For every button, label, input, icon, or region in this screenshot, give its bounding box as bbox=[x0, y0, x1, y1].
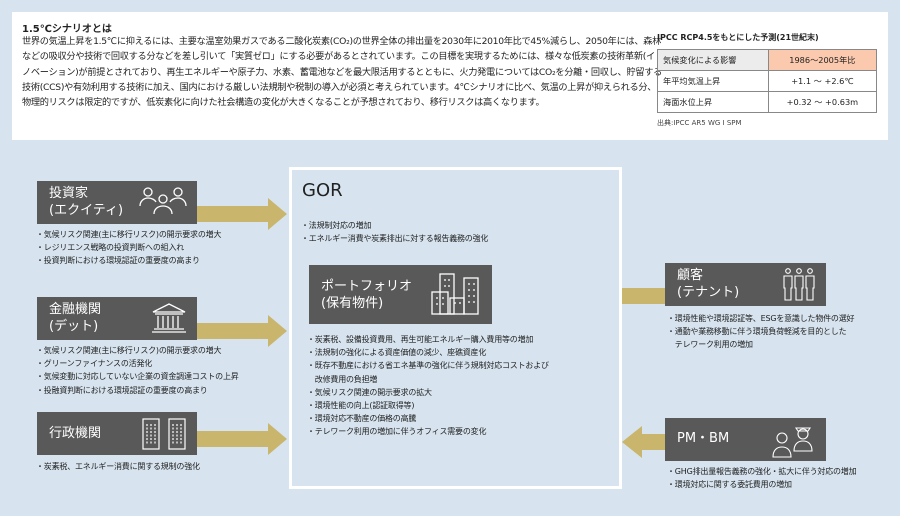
tenant-subtitle: (テナント) bbox=[677, 285, 740, 300]
arrow-right-finance bbox=[197, 315, 287, 347]
list-item: テレワーク利用の増加 bbox=[667, 340, 753, 350]
list-item: ・環境性能や環境認証等、ESGを意識した物件の選好 bbox=[667, 314, 855, 323]
arrow-right-investor bbox=[197, 198, 287, 230]
table-cell: 海面水位上昇 bbox=[657, 91, 769, 113]
list-item: ・投融資判断における環境認証の重要度の高まり bbox=[36, 385, 208, 395]
gov-list: ・炭素税、エネルギー消費に関する規制の強化 bbox=[36, 460, 200, 473]
portfolio-box: ポートフォリオ (保有物件) bbox=[309, 265, 492, 324]
list-item: 改修費用の負担増 bbox=[307, 374, 378, 384]
gor-panel: GOR ・法規制対応の増加 ・エネルギー消費や炭素排出に対する報告義務の強化 ポ… bbox=[289, 167, 622, 489]
table-cell: +0.32 ～ +0.63m bbox=[767, 91, 878, 113]
list-item: ・炭素税、エネルギー消費に関する規制の強化 bbox=[36, 462, 200, 471]
table-cell: 気候変化による影響 bbox=[657, 49, 769, 71]
investor-list: ・気候リスク関連(主に移行リスク)の開示要求の増大 ・レジリエンス戦略の投資判断… bbox=[36, 228, 221, 268]
list-item: ・気候リスク関連(主に移行リスク)の開示要求の増大 bbox=[36, 346, 222, 355]
tenant-box: 顧客 (テナント) bbox=[665, 263, 826, 306]
people-icon bbox=[139, 187, 187, 215]
list-item: ・テレワーク利用の増加に伴うオフィス需要の変化 bbox=[307, 427, 487, 437]
list-item: ・法規制の強化による資産価値の減少、座礁資産化 bbox=[307, 348, 487, 358]
finance-title: 金融機関 bbox=[49, 302, 102, 317]
pmbm-box: PM・BM bbox=[665, 418, 826, 461]
portfolio-subtitle: (保有物件) bbox=[321, 296, 384, 311]
gor-list: ・法規制対応の増加 ・エネルギー消費や炭素排出に対する報告義務の強化 bbox=[301, 219, 488, 245]
finance-box: 金融機関 (デット) bbox=[37, 297, 197, 340]
ipcc-title: IPCC RCP4.5をもとにした予測(21世紀末) bbox=[657, 33, 819, 42]
list-item: ・気候変動に対応していない企業の資金調達コストの上昇 bbox=[36, 372, 239, 382]
table-row: 年平均気温上昇+1.1 ～ +2.6℃ bbox=[657, 70, 878, 92]
ipcc-source: 出典:IPCC AR5 WG I SPM bbox=[657, 119, 742, 127]
investor-subtitle: (エクイティ) bbox=[49, 203, 124, 218]
list-item: ・通勤や業務移動に伴う環境負荷軽減を目的とした bbox=[667, 327, 847, 337]
list-item: ・炭素税、設備投資費用、再生可能エネルギー購入費用等の増加 bbox=[307, 335, 534, 344]
list-item: ・GHG排出量報告義務の強化・拡大に伴う対応の増加 bbox=[667, 467, 857, 476]
list-item: ・投資判断における環境認証の重要度の高まり bbox=[36, 256, 200, 266]
gov-title: 行政機関 bbox=[49, 426, 102, 441]
buildings-icon bbox=[431, 273, 479, 315]
finance-subtitle: (デット) bbox=[49, 319, 99, 334]
tenant-list: ・環境性能や環境認証等、ESGを意識した物件の選好 ・通勤や業務移動に伴う環境負… bbox=[667, 312, 855, 352]
bank-icon bbox=[152, 303, 186, 333]
list-item: ・環境対応不動産の価格の高騰 bbox=[307, 414, 417, 424]
scenario-panel: 1.5℃シナリオとは 世界の気温上昇を1.5℃に抑えるには、主要な温室効果ガスで… bbox=[12, 12, 888, 140]
list-item: ・気候リスク関連の開示要求の拡大 bbox=[307, 387, 432, 397]
portfolio-list: ・炭素税、設備投資費用、再生可能エネルギー購入費用等の増加 ・法規制の強化による… bbox=[307, 333, 549, 439]
list-item: ・気候リスク関連(主に移行リスク)の開示要求の増大 bbox=[36, 230, 222, 239]
list-item: ・グリーンファイナンスの活発化 bbox=[36, 359, 153, 369]
scenario-title: 1.5℃シナリオとは bbox=[22, 24, 112, 35]
arrow-left-pmbm bbox=[622, 426, 665, 458]
investor-box: 投資家 (エクイティ) bbox=[37, 181, 197, 224]
investor-title: 投資家 bbox=[49, 186, 89, 201]
scenario-body: 世界の気温上昇を1.5℃に抑えるには、主要な温室効果ガスである二酸化炭素(CO₂… bbox=[22, 36, 662, 109]
pmbm-list: ・GHG排出量報告義務の強化・拡大に伴う対応の増加 ・環境対応に関する委託費用の… bbox=[667, 465, 857, 491]
pmbm-title: PM・BM bbox=[677, 431, 730, 446]
tenants-icon bbox=[783, 268, 815, 301]
staff-icon bbox=[772, 427, 813, 458]
list-item: ・既存不動産における省エネ基準の強化に伴う規制対応コストおよび bbox=[307, 361, 549, 371]
list-item: ・法規制対応の増加 bbox=[301, 221, 372, 230]
tenant-title: 顧客 bbox=[677, 268, 704, 283]
gov-box: 行政機関 bbox=[37, 412, 197, 455]
list-item: ・環境性能の向上(認証取得等) bbox=[307, 401, 415, 411]
arrow-right-gov bbox=[197, 423, 287, 455]
government-buildings-icon bbox=[142, 418, 186, 450]
finance-list: ・気候リスク関連(主に移行リスク)の開示要求の増大 ・グリーンファイナンスの活発… bbox=[36, 344, 239, 397]
portfolio-title: ポートフォリオ bbox=[321, 279, 413, 294]
list-item: ・環境対応に関する委託費用の増加 bbox=[667, 480, 792, 490]
list-item: ・エネルギー消費や炭素排出に対する報告義務の強化 bbox=[301, 234, 489, 244]
gor-title: GOR bbox=[302, 180, 343, 201]
table-row: 海面水位上昇+0.32 ～ +0.63m bbox=[657, 91, 878, 113]
list-item: ・レジリエンス戦略の投資判断への組入れ bbox=[36, 243, 185, 253]
